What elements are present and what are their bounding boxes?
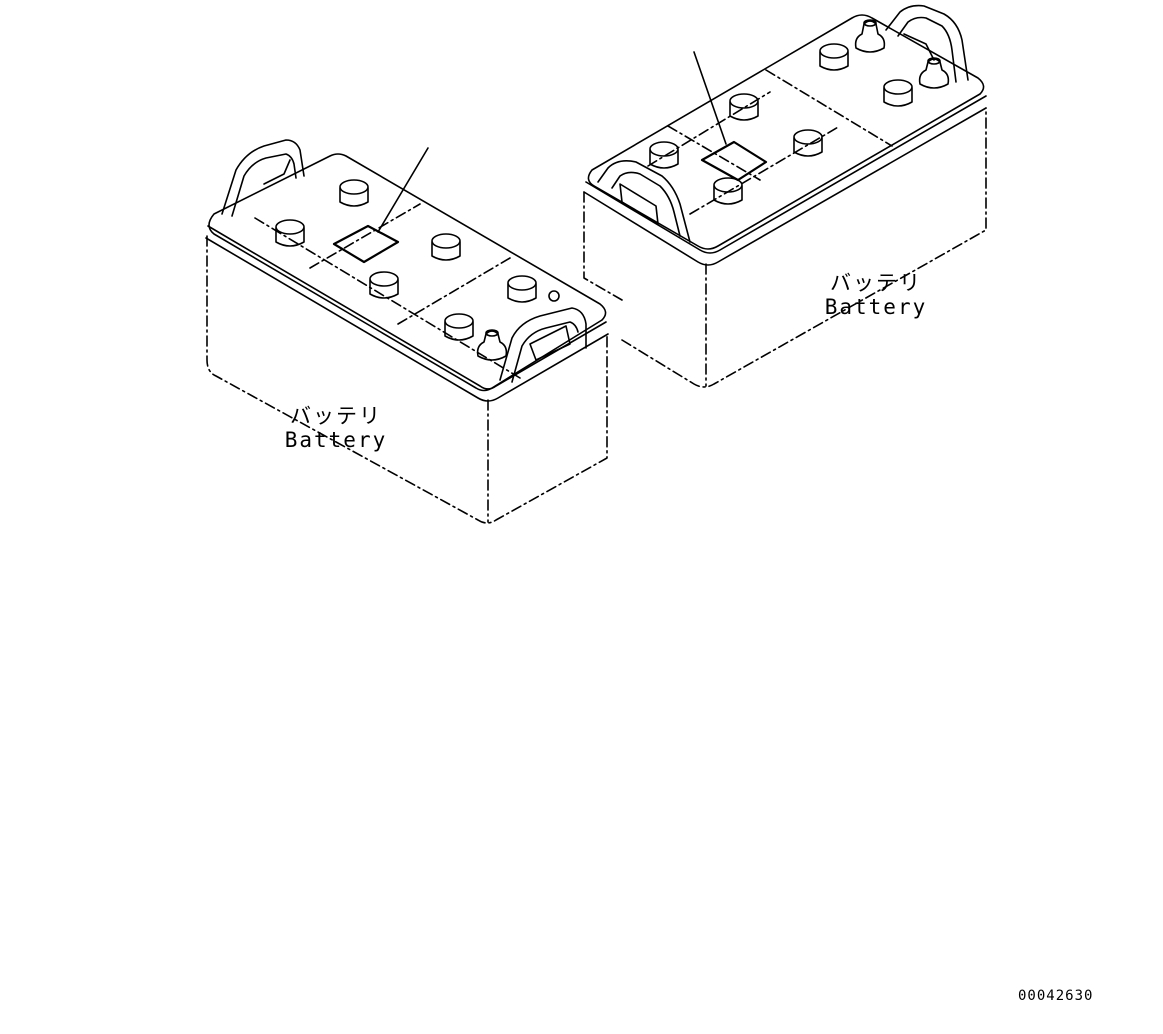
left-battery-label: バッテリ Battery [276, 404, 396, 452]
left-handle-back [221, 139, 305, 217]
right-battery-label-en: Battery [824, 295, 928, 319]
right-label-marker [700, 140, 768, 182]
left-cell-caps [275, 179, 537, 341]
right-leader-line [693, 51, 727, 145]
right-handle-front [597, 160, 691, 243]
left-label-marker [332, 224, 400, 264]
left-battery-label-jp: バッテリ [290, 404, 382, 428]
left-terminal-icon [476, 290, 560, 361]
right-battery [583, 4, 987, 388]
left-handle-front [499, 307, 587, 383]
right-battery-label-jp: バッテリ [830, 271, 922, 295]
left-leader-line [377, 147, 429, 233]
left-battery-label-en: Battery [284, 428, 388, 452]
right-battery-label: バッテリ Battery [816, 271, 936, 319]
right-handle-back [885, 4, 969, 83]
right-terminal-icon [854, 19, 950, 89]
right-cell-caps [649, 43, 913, 205]
figure-number: 00042630 [1018, 988, 1094, 1004]
left-battery [205, 139, 609, 524]
